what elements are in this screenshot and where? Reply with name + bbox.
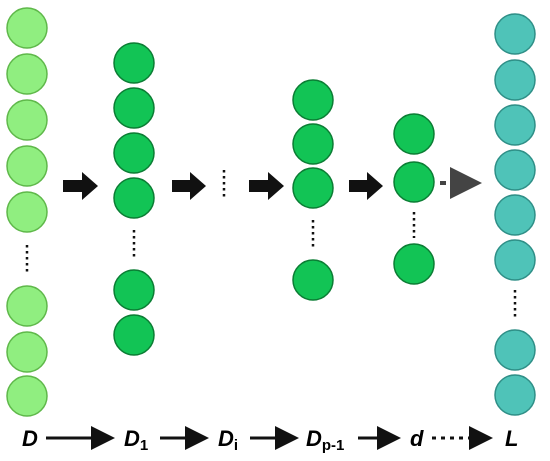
code-neuron (393, 113, 435, 155)
hidden-neuron (292, 123, 334, 165)
code-neuron (393, 161, 435, 203)
hidden-layer-1 (113, 42, 155, 356)
label-output: L (505, 426, 518, 451)
hidden-neuron (113, 314, 155, 356)
block-arrow-icon (63, 172, 98, 200)
label-row: D D1 Di Dp-1 d L (22, 426, 518, 454)
hidden-neuron (113, 269, 155, 311)
block-arrow-icon (349, 172, 383, 200)
hidden-neuron (292, 79, 334, 121)
code-layer (393, 113, 435, 285)
input-neuron (6, 331, 48, 373)
output-layer (494, 13, 536, 416)
output-neuron (494, 329, 536, 371)
output-neuron (494, 374, 536, 416)
input-neuron (6, 7, 48, 49)
output-neuron (494, 104, 536, 146)
input-neuron (6, 145, 48, 187)
label-input: D (22, 426, 38, 451)
hidden-neuron (292, 167, 334, 209)
input-neuron (6, 53, 48, 95)
block-arrow-icon (249, 172, 284, 200)
input-neuron (6, 375, 48, 417)
hidden-neuron (113, 42, 155, 84)
layer-arrows (63, 167, 482, 200)
label-code: d (410, 426, 424, 451)
hidden-layer-p-1 (292, 79, 334, 301)
input-neuron (6, 285, 48, 327)
output-neuron (494, 59, 536, 101)
block-arrow-icon (172, 172, 206, 200)
label-hidden-1: D1 (124, 426, 148, 454)
label-hidden-i: Di (218, 426, 238, 454)
output-neuron (494, 149, 536, 191)
output-neuron (494, 239, 536, 281)
hidden-neuron (113, 87, 155, 129)
input-neuron (6, 99, 48, 141)
output-neuron (494, 13, 536, 55)
hidden-neuron (292, 259, 334, 301)
label-hidden-p-1: Dp-1 (306, 426, 344, 454)
code-neuron (393, 243, 435, 285)
input-neuron (6, 191, 48, 233)
output-neuron (494, 194, 536, 236)
hidden-neuron (113, 132, 155, 174)
input-layer (6, 7, 48, 417)
hidden-neuron (113, 177, 155, 219)
